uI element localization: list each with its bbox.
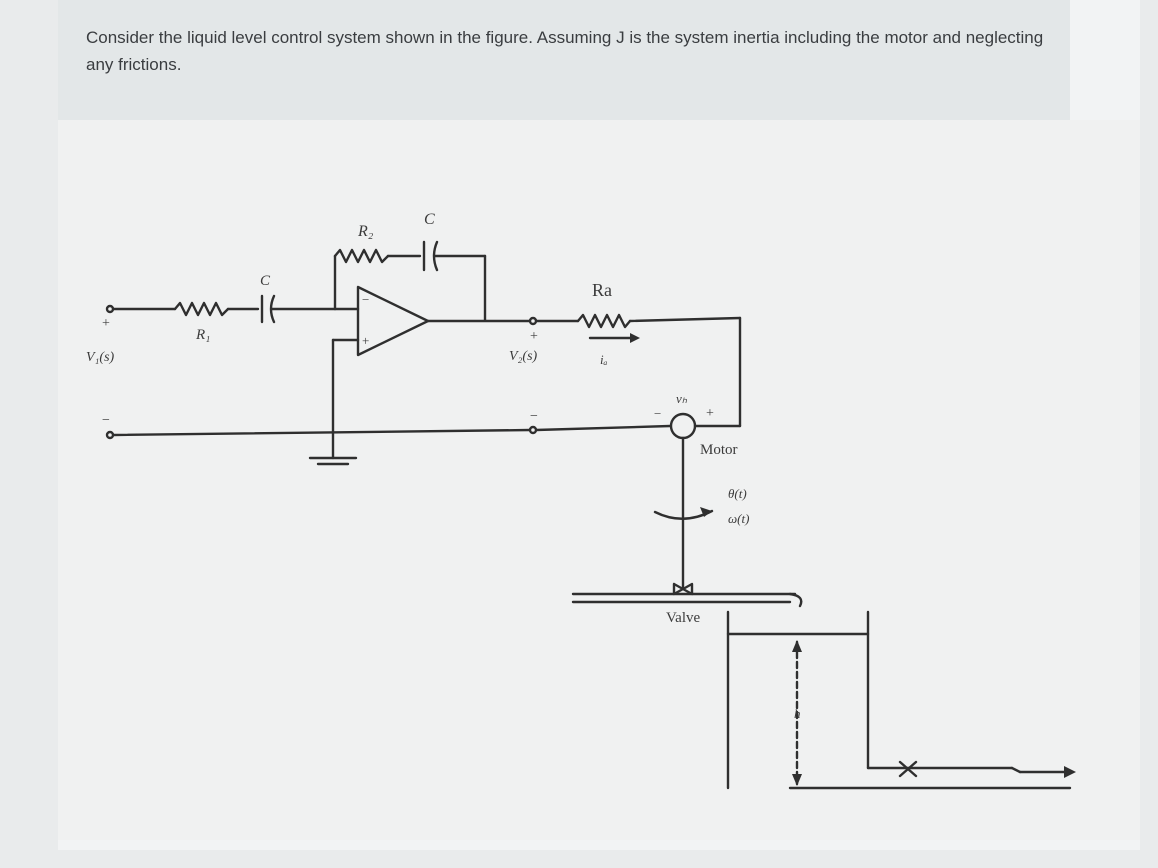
label-motor: Motor	[700, 442, 738, 458]
label-r2: R₂	[357, 223, 374, 240]
height-arrowhead-top	[792, 640, 802, 652]
label-vb-plus: +	[706, 406, 714, 421]
wire-ra-right	[628, 316, 742, 323]
label-opamp-plus: +	[362, 333, 369, 348]
label-c-feedback: C	[424, 211, 435, 228]
wire-bottom-rail	[111, 428, 532, 437]
label-v1: V₁(s)	[86, 350, 115, 365]
label-ia: iₐ	[600, 352, 608, 367]
pipe-outlet	[788, 592, 803, 608]
outlet-pipe-end	[1010, 766, 1022, 774]
label-c-input: C	[260, 273, 271, 289]
question-header: Consider the liquid level control system…	[58, 0, 1070, 120]
resistor-r2	[333, 248, 390, 264]
resistor-ra	[576, 313, 632, 329]
label-v2: V₂(s)	[509, 349, 538, 364]
figure-panel	[58, 120, 1140, 840]
label-v1-minus: −	[102, 413, 110, 428]
label-opamp-minus: −	[362, 292, 369, 307]
label-vb: vₕ	[676, 391, 688, 406]
question-text: Consider the liquid level control system…	[86, 28, 1044, 74]
label-h: h	[794, 706, 801, 721]
motor-symbol	[669, 412, 697, 440]
label-v1-plus: +	[102, 316, 110, 331]
label-v2-minus: −	[530, 409, 538, 424]
label-ra: Ra	[592, 280, 612, 300]
valve-symbol	[672, 582, 694, 596]
outflow-arrowhead	[1064, 766, 1076, 778]
outlet-valve-stroke2	[898, 760, 918, 778]
op-amp	[356, 285, 430, 357]
label-valve: Valve	[666, 610, 700, 626]
label-omega: ω(t)	[728, 511, 749, 526]
label-r1: R₁	[195, 327, 210, 343]
label-vb-minus: −	[654, 406, 661, 421]
label-theta: θ(t)	[728, 486, 747, 501]
wire-to-motor-minus	[534, 424, 672, 432]
label-v2-plus: +	[530, 329, 538, 344]
rotation-arrowhead	[700, 507, 712, 517]
height-arrowhead-bottom	[792, 774, 802, 786]
current-arrowhead	[630, 333, 640, 343]
resistor-r1	[173, 301, 230, 317]
